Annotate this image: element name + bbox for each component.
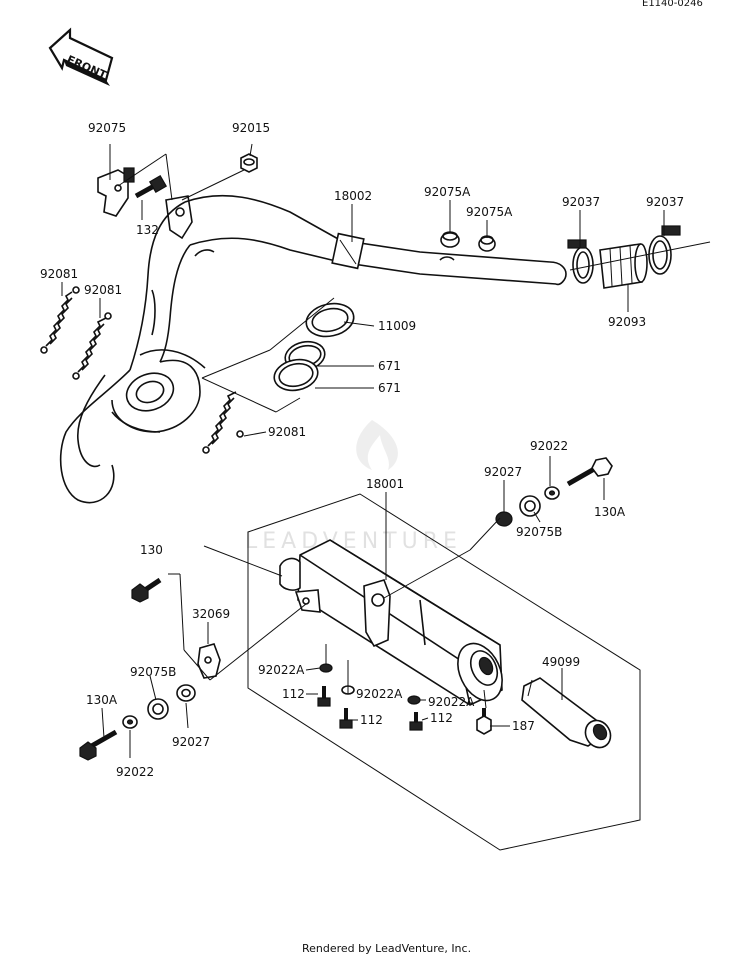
washer-92022A-right-icon [407, 695, 421, 705]
bolt-130A-left-icon [79, 729, 118, 761]
label-32069: 32069 [192, 607, 230, 621]
label-92075B-left: 92075B [130, 665, 176, 679]
part-labels: 92075 92015 132 18002 92075A 92075A 9203… [40, 121, 684, 779]
washer-92022A-left-icon [319, 663, 333, 673]
label-92093: 92093 [608, 315, 646, 329]
footer-credit: Rendered by LeadVenture, Inc. [302, 942, 471, 955]
label-112-left: 112 [282, 687, 305, 701]
tailpipe-49099-icon [521, 677, 612, 749]
gasket-11009-icon [305, 302, 355, 338]
front-arrow-icon: FRONT [48, 27, 114, 86]
lower-leader-lines [101, 456, 605, 758]
label-92037-right: 92037 [646, 195, 684, 209]
nut-92015-icon [240, 153, 258, 173]
label-92037-left: 92037 [562, 195, 600, 209]
label-18002: 18002 [334, 189, 372, 203]
collar-92027-left-icon [176, 684, 196, 702]
label-92015: 92015 [232, 121, 270, 135]
bolt-112-center-icon [339, 708, 353, 729]
bracket-32069-icon [197, 643, 221, 679]
bolt-130-icon [131, 577, 162, 603]
spring-92081-upper-right-icon [72, 312, 112, 380]
label-92081-lower: 92081 [268, 425, 306, 439]
bolt-132-icon [134, 174, 168, 199]
label-92027-right: 92027 [484, 465, 522, 479]
spring-92081-lower-icon [202, 391, 244, 454]
label-92022-right: 92022 [530, 439, 568, 453]
label-130A-right: 130A [594, 505, 626, 519]
grommet-92075B-right-icon [519, 495, 541, 517]
exhaust-joint-92093-icon [599, 243, 648, 289]
label-92022A-left: 92022A [258, 663, 305, 677]
diagram-reference: E1140-0246 [642, 0, 703, 9]
exhaust-header-pipe [59, 194, 567, 504]
grommet-92075A-left-icon [439, 231, 460, 261]
label-11009: 11009 [378, 319, 416, 333]
label-130: 130 [140, 543, 163, 557]
grommet-92075A-right-icon [478, 235, 496, 252]
label-92075B-right: 92075B [516, 525, 562, 539]
label-112-center: 112 [360, 713, 383, 727]
header-bracket [97, 167, 135, 217]
joint-axis-line [569, 241, 711, 271]
nut-187-icon [476, 708, 492, 735]
watermark-text: LEADVENTURE [245, 529, 462, 554]
label-130A-left: 130A [86, 693, 118, 707]
label-671-lower: 671 [378, 381, 401, 395]
label-92022A-right: 92022A [428, 695, 475, 709]
washer-92022-right-icon [544, 486, 560, 500]
bolt-112-left-icon [317, 686, 331, 707]
silencer-18001 [279, 539, 503, 706]
leadventure-watermark: LEADVENTURE [245, 420, 462, 554]
washer-92022-left-icon [122, 715, 138, 729]
label-92022A-center: 92022A [356, 687, 403, 701]
label-49099: 49099 [542, 655, 580, 669]
label-112-right: 112 [430, 711, 453, 725]
seal-671-lower-icon [273, 358, 319, 392]
label-92022-left: 92022 [116, 765, 154, 779]
label-92081-upper-left: 92081 [40, 267, 78, 281]
label-132: 132 [136, 223, 159, 237]
label-92075A-right: 92075A [466, 205, 513, 219]
bolt-130A-right-icon [566, 457, 613, 487]
grommet-92075B-left-icon [147, 698, 169, 720]
label-18001: 18001 [366, 477, 404, 491]
bolt-112-right-icon [409, 712, 423, 731]
clamp-92037-left-icon [567, 239, 594, 284]
label-187: 187 [512, 719, 535, 733]
label-92075A-left: 92075A [424, 185, 471, 199]
label-92027-left: 92027 [172, 735, 210, 749]
label-92081-upper-right: 92081 [84, 283, 122, 297]
label-92075: 92075 [88, 121, 126, 135]
clamp-92037-right-icon [648, 225, 681, 275]
silencer-assembly-box [247, 493, 641, 851]
label-671-upper: 671 [378, 359, 401, 373]
upper-leader-lines [61, 143, 665, 437]
spring-92081-upper-left-icon [40, 286, 80, 354]
